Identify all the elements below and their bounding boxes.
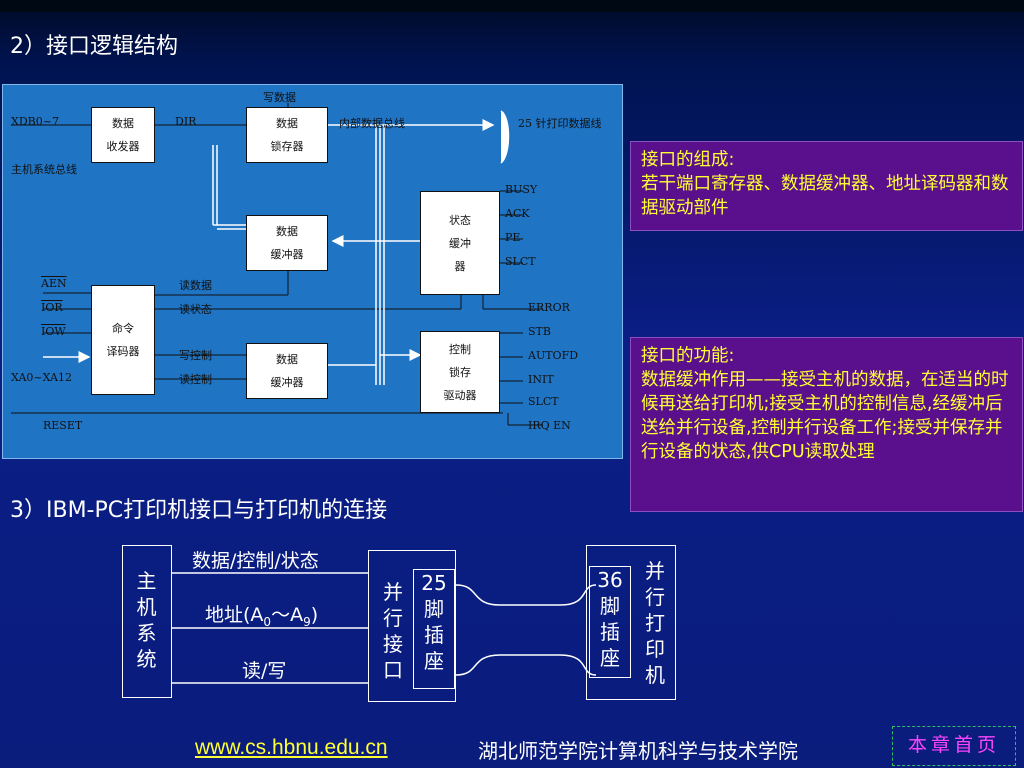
label-slct-control: SLCT [528, 395, 559, 408]
status-buffer-box: 状态缓冲器 [420, 191, 500, 295]
label-xdb: XDB0~7 [11, 115, 59, 128]
label-irq-en: IRQ EN [528, 419, 571, 432]
data-buffer-box-bottom: 数据缓冲器 [246, 343, 328, 399]
top-band [0, 0, 1024, 12]
label-printer-bus: 25 针打印数据线 [518, 117, 602, 130]
label-aen: AEN [41, 277, 67, 290]
label-pe: PE [505, 231, 521, 244]
command-decoder-box: 命令译码器 [91, 285, 155, 395]
label-dir: DIR [175, 115, 197, 128]
label-host-bus: 主机系统总线 [11, 163, 77, 176]
label-write-ctrl: 写控制 [179, 349, 212, 362]
label-iow: IOW [41, 325, 66, 338]
section-heading-logic-structure: 2）接口逻辑结构 [10, 34, 178, 59]
label-read-data: 读数据 [179, 279, 212, 292]
composition-text: 若干端口寄存器、数据缓冲器、地址译码器和数据驱动部件 [641, 174, 1009, 218]
data-buffer-box-top: 数据缓冲器 [246, 215, 328, 271]
composition-title: 接口的组成: [641, 150, 735, 170]
label-read-ctrl: 读控制 [179, 373, 212, 386]
bus-label-read-write: 读/写 [242, 660, 287, 682]
section-heading-printer-connection: 3）IBM-PC打印机接口与打印机的连接 [10, 498, 388, 523]
label-error: ERROR [528, 301, 570, 314]
label-slct-status: SLCT [505, 255, 536, 268]
interface-function-box: 接口的功能: 数据缓冲作用——接受主机的数据，在适当的时候再送给打印机;接受主机… [630, 337, 1023, 512]
function-title: 接口的功能: [641, 346, 735, 366]
label-reset: RESET [43, 419, 83, 432]
label-ior: IOR [41, 301, 63, 314]
label-xa: XA0~XA12 [11, 371, 72, 384]
label-stb: STB [528, 325, 551, 338]
label-ack: ACK [505, 207, 530, 220]
diagram-wiring [11, 103, 543, 426]
footer-school-name: 湖北师范学院计算机科学与技术学院 [478, 739, 798, 763]
label-busy: BUSY [505, 183, 538, 196]
interface-composition-box: 接口的组成: 若干端口寄存器、数据缓冲器、地址译码器和数据驱动部件 [630, 141, 1023, 231]
data-latch-box: 数据锁存器 [246, 107, 328, 163]
label-init: INIT [528, 373, 554, 386]
function-text: 数据缓冲作用——接受主机的数据，在适当的时候再送给打印机;接受主机的控制信息,经… [641, 370, 1009, 462]
chapter-home-button[interactable]: 本章首页 [892, 726, 1016, 766]
control-latch-driver-box: 控制锁存驱动器 [420, 331, 500, 413]
label-internal-bus: 内部数据总线 [339, 117, 405, 130]
label-read-status: 读状态 [179, 303, 212, 316]
data-transceiver-box: 数据收发器 [91, 107, 155, 163]
label-autofd: AUTOFD [528, 349, 579, 362]
printer-connector-symbol [500, 110, 510, 164]
label-write-data: 写数据 [263, 91, 296, 104]
bus-label-address: 地址(A0～A9) [205, 604, 319, 629]
bus-label-data-control-status: 数据/控制/状态 [192, 550, 319, 572]
host-system-box: 主机系统 [122, 545, 172, 698]
footer-website-link[interactable]: www.cs.hbnu.edu.cn [195, 736, 388, 759]
interface-logic-diagram: 数据收发器 数据锁存器 状态缓冲器 数据缓冲器 命令译码器 数据缓冲器 控制锁存… [2, 84, 623, 459]
